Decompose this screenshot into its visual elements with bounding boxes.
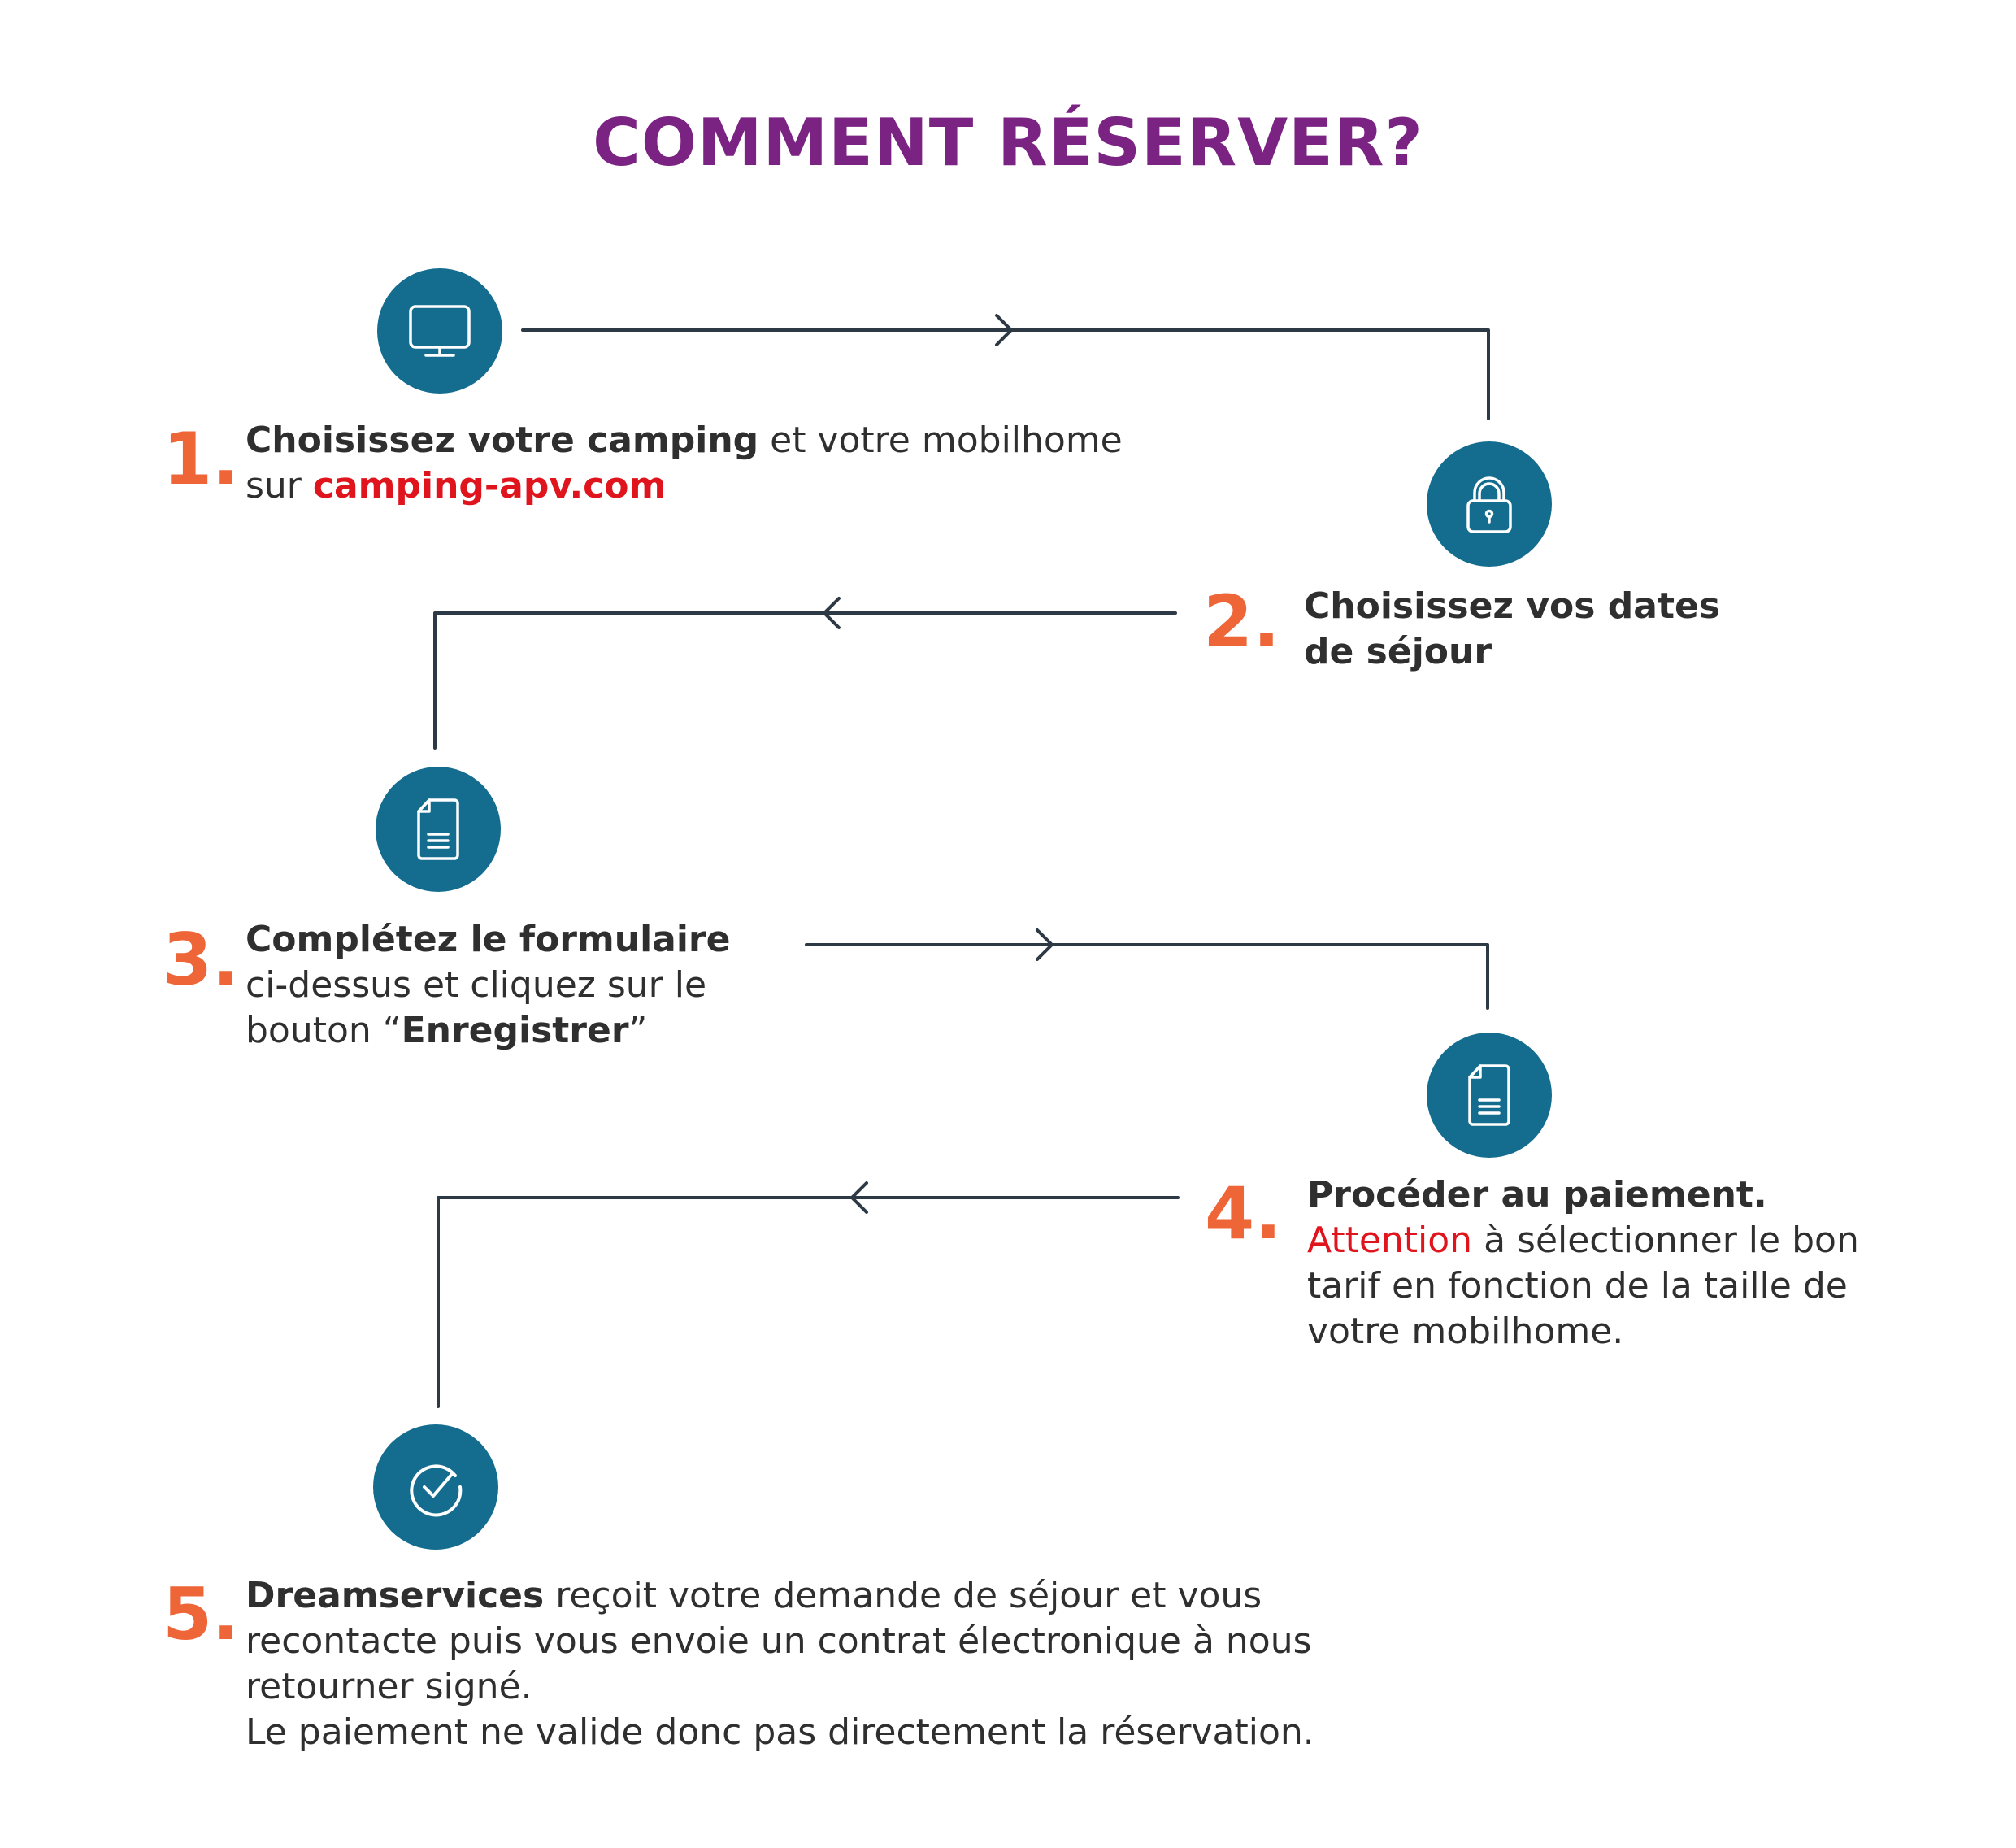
step-1-text: et votre mobilhome — [758, 420, 1123, 461]
step-1-line2-prefix: sur — [245, 465, 313, 507]
connector-3-to-4 — [805, 943, 1489, 1010]
computer-monitor-icon — [409, 305, 471, 357]
connector-4-to-5 — [437, 1196, 1180, 1408]
step-5-line-1-rest: reçoit votre demande de séjour et vous — [544, 1575, 1262, 1616]
arrow-head-left-4 — [850, 1181, 868, 1214]
step-2-icon-circle — [1427, 441, 1552, 567]
dreamservices-label: Dreamservices — [245, 1575, 545, 1616]
step-4-icon-circle — [1427, 1033, 1552, 1158]
step-4-number: 4. — [1205, 1172, 1282, 1255]
step-2-description: Choisissez vos dates de séjour — [1304, 584, 1720, 675]
step-4-line-4: votre mobilhome. — [1307, 1311, 1624, 1352]
document-icon — [417, 798, 459, 860]
step-3-line-3-prefix: bouton “ — [245, 1010, 402, 1051]
arrow-head-right-1 — [995, 314, 1013, 346]
step-1-bold-text: Choisissez votre camping — [245, 420, 759, 461]
step-2-number: 2. — [1203, 580, 1280, 663]
step-2-line-1: Choisissez vos dates — [1304, 585, 1721, 627]
arrow-head-left-2 — [823, 597, 841, 629]
camping-apv-link[interactable]: camping-apv.com — [312, 465, 667, 507]
step-3-line-1: Complétez le formulaire — [245, 919, 731, 960]
step-1-description: Choisissez votre camping et votre mobilh… — [245, 418, 1123, 509]
connector-2-to-3 — [433, 611, 1177, 750]
step-4-description: Procéder au paiement. Attention à sélect… — [1307, 1172, 1859, 1354]
step-5-line-4: Le paiement ne valide donc pas directeme… — [245, 1711, 1314, 1753]
attention-label: Attention — [1307, 1220, 1473, 1261]
step-3-line-3-suffix: ” — [628, 1010, 648, 1051]
step-4-line-3: tarif en fonction de la taille de — [1307, 1265, 1848, 1307]
enregistrer-label: Enregistrer — [401, 1010, 629, 1051]
step-3-number: 3. — [163, 918, 240, 1002]
step-2-line-2: de séjour — [1304, 631, 1492, 672]
step-3-icon-circle — [376, 767, 501, 892]
step-3-line-2: ci-dessus et cliquez sur le — [245, 964, 707, 1006]
step-1-number: 1. — [163, 417, 240, 501]
step-5-line-3: retourner signé. — [245, 1666, 532, 1707]
step-4-line-1: Procéder au paiement. — [1307, 1174, 1767, 1215]
step-4-line-2-rest: à sélectionner le bon — [1472, 1220, 1859, 1261]
page-title: COMMENT RÉSERVER? — [593, 105, 1423, 180]
step-5-description: Dreamservices reçoit votre demande de sé… — [245, 1573, 1314, 1755]
checkmark-circle-icon — [410, 1464, 463, 1517]
padlock-icon — [1466, 476, 1512, 533]
step-5-number: 5. — [163, 1572, 240, 1656]
connector-1-to-2 — [521, 328, 1490, 420]
step-1-icon-circle — [377, 268, 502, 394]
step-5-icon-circle — [373, 1424, 498, 1550]
document-icon — [1468, 1064, 1510, 1126]
step-5-line-2: recontacte puis vous envoie un contrat é… — [245, 1620, 1312, 1662]
step-3-description: Complétez le formulaire ci-dessus et cli… — [245, 917, 730, 1054]
arrow-head-right-3 — [1036, 928, 1054, 961]
